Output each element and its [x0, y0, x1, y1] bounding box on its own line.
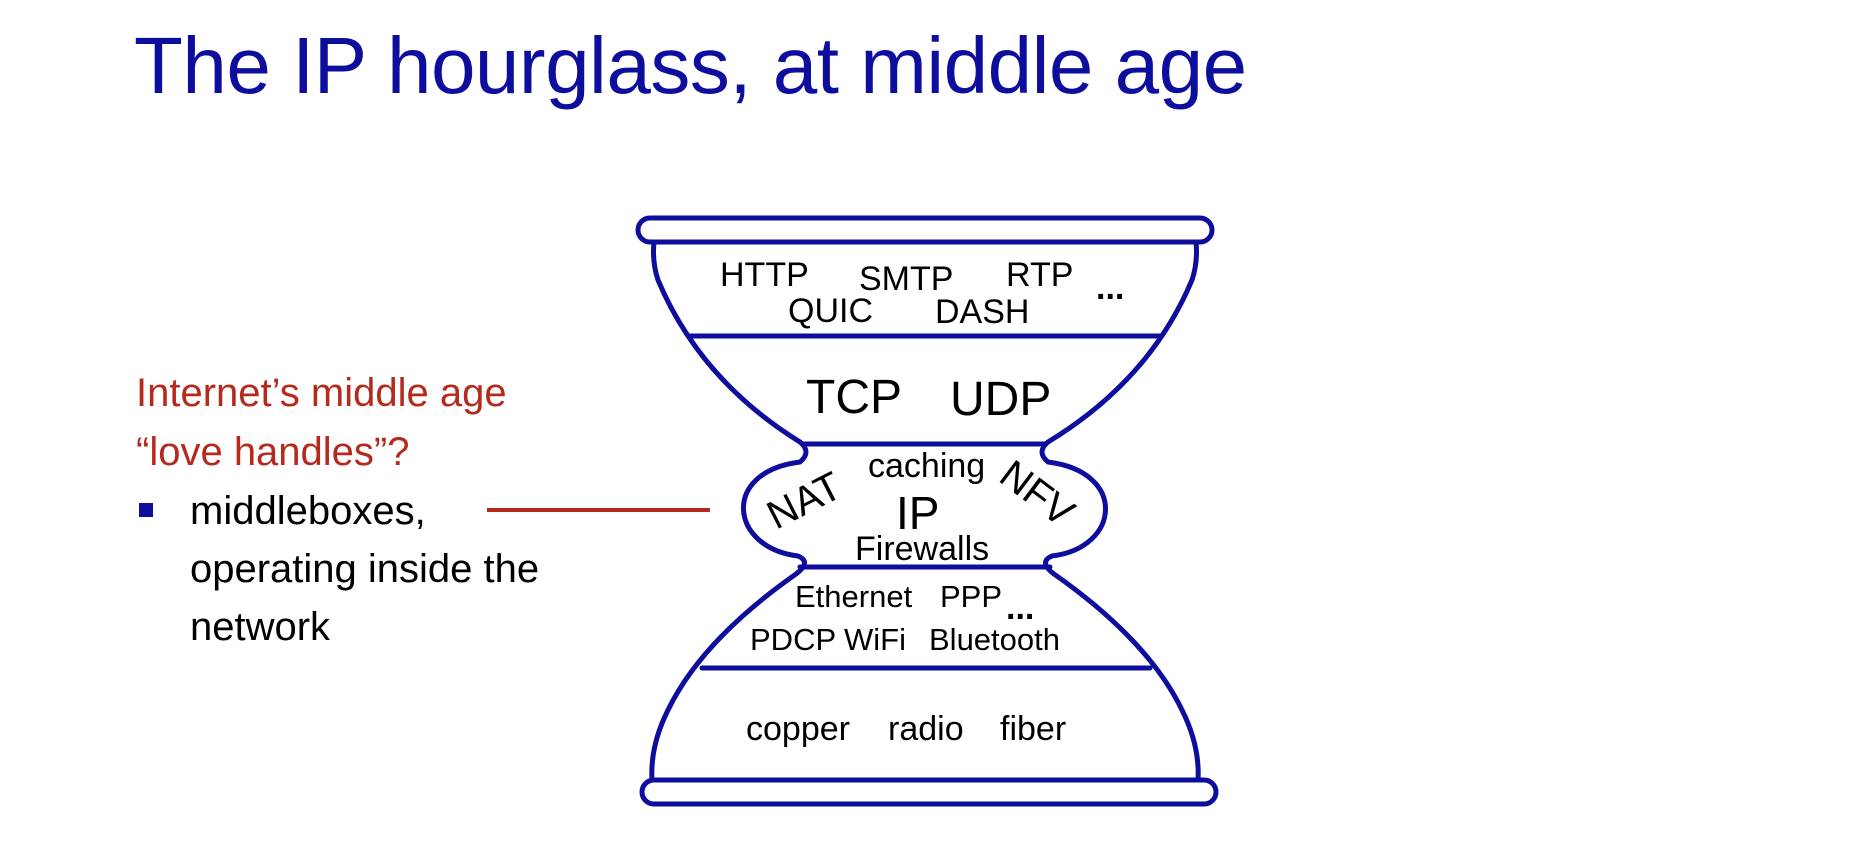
medium-copper: copper [746, 710, 850, 748]
protocol-pdcp: PDCP [750, 622, 836, 657]
protocol-dash: DASH [935, 293, 1029, 331]
ellipsis-application: ... [1096, 269, 1124, 307]
bottom-cap [639, 777, 1219, 807]
medium-fiber: fiber [1000, 710, 1066, 748]
bullet-line-2: operating inside the [190, 547, 540, 591]
protocol-udp: UDP [950, 373, 1051, 426]
love-handles-annotation: Internet’s middle age “love handles”? mi… [136, 364, 656, 656]
medium-radio: radio [888, 710, 964, 748]
hourglass-outline [649, 239, 1201, 783]
square-bullet-icon [139, 503, 153, 517]
protocol-rtp: RTP [1006, 256, 1073, 294]
protocol-wifi: WiFi [844, 622, 906, 657]
ellipsis-link: ... [1006, 589, 1034, 627]
callout-line-1: Internet’s middle age [136, 371, 507, 415]
protocol-ppp: PPP [940, 579, 1002, 614]
callout-line-2: “love handles”? [136, 430, 410, 474]
top-cap [635, 215, 1215, 245]
label-nat: NAT [760, 464, 849, 538]
bullet-line-1: middleboxes, [190, 489, 426, 533]
protocol-bluetooth: Bluetooth [929, 622, 1060, 657]
protocol-ip: IP [896, 487, 939, 539]
bullet-item-middleboxes: middleboxes, operating inside the networ… [136, 482, 656, 656]
bullet-line-3: network [190, 605, 331, 649]
slide-title: The IP hourglass, at middle age [134, 21, 1247, 110]
protocol-quic: QUIC [788, 292, 873, 330]
protocol-smtp: SMTP [859, 260, 953, 298]
protocol-http: HTTP [720, 256, 809, 294]
label-caching: caching [868, 447, 985, 485]
protocol-tcp: TCP [806, 371, 902, 424]
connector-line [487, 508, 710, 512]
protocol-ethernet: Ethernet [795, 579, 913, 614]
label-firewalls: Firewalls [855, 530, 989, 568]
